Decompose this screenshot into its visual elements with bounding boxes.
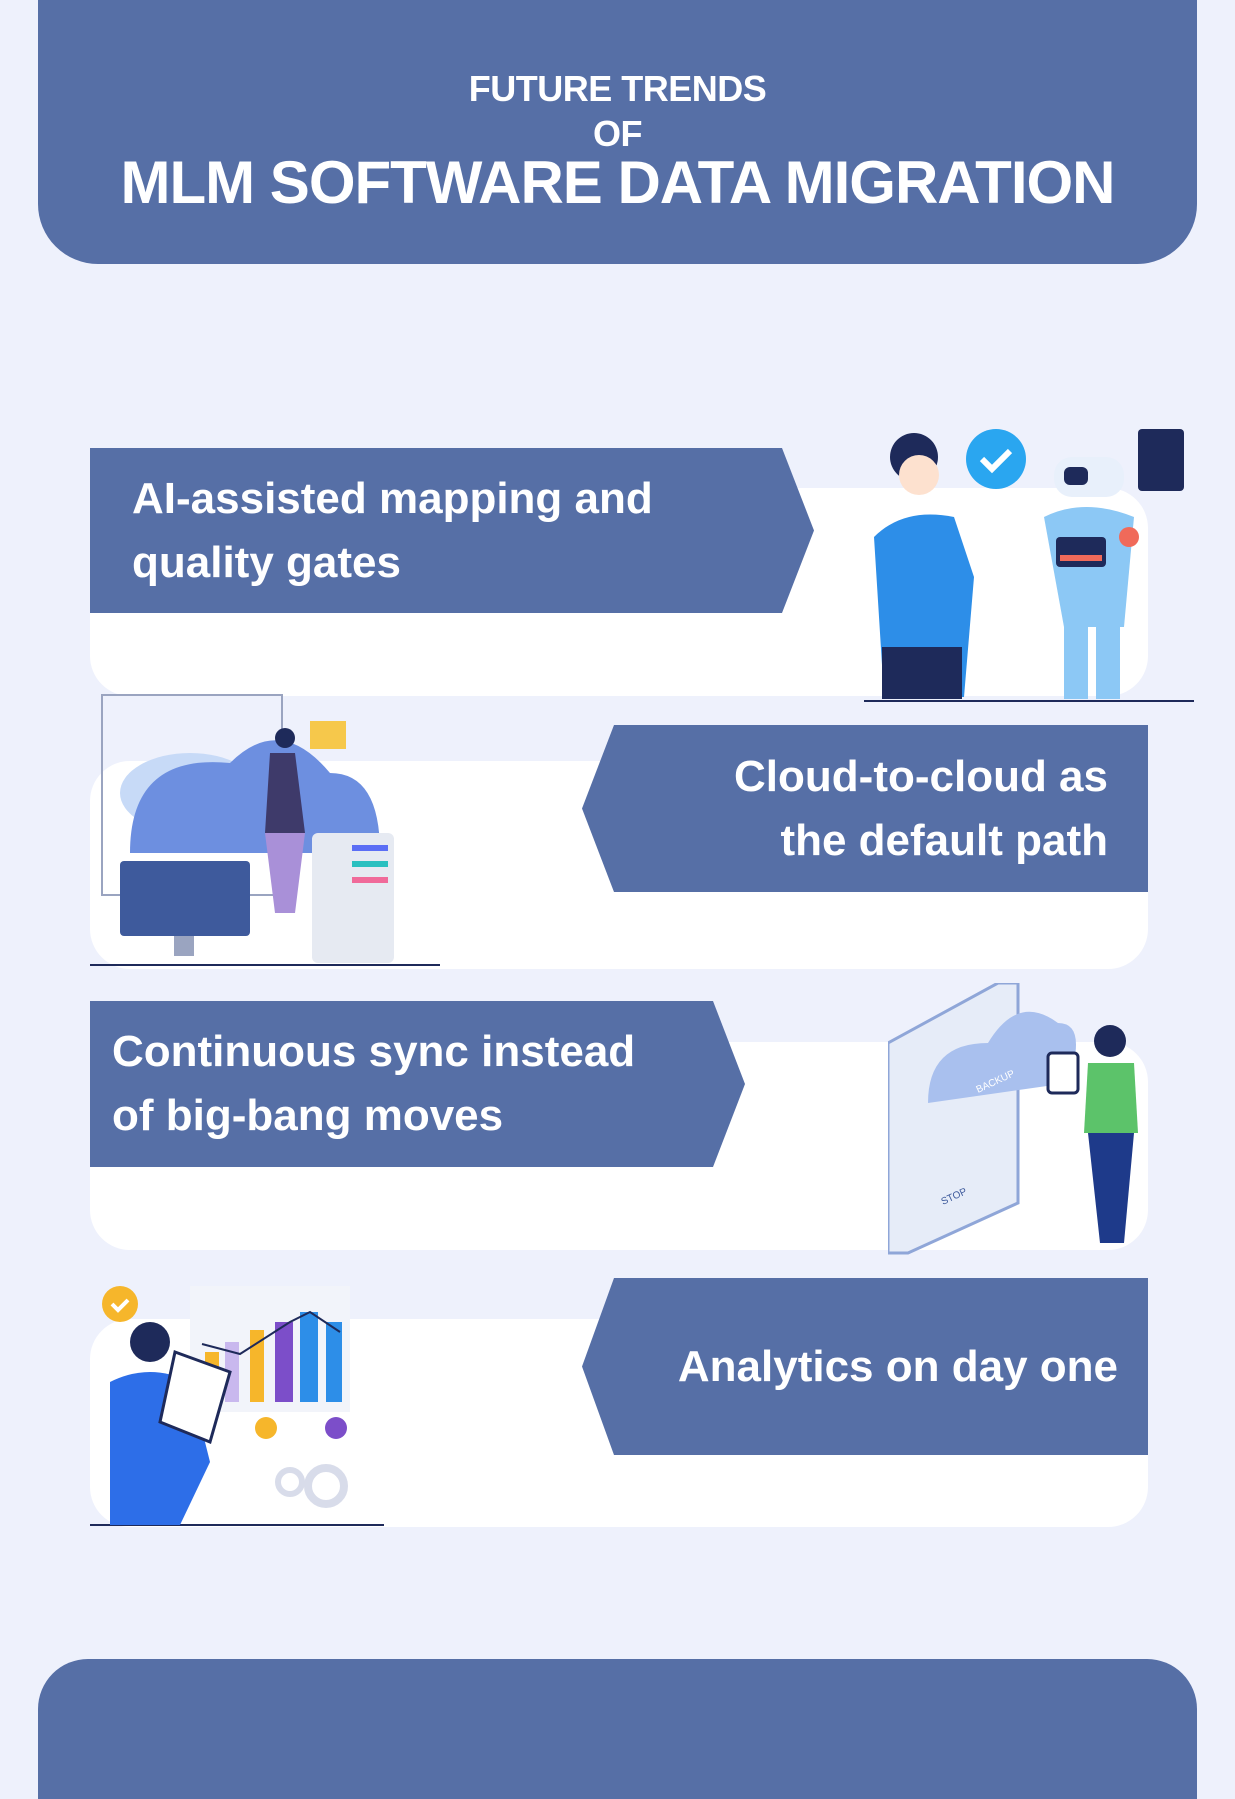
- header-line-1: FUTURE TRENDS: [468, 68, 767, 109]
- pie-chart-icon: [255, 1417, 277, 1439]
- trend-banner-4: Analytics on day one: [582, 1278, 1148, 1455]
- trend-banner-1: AI-assisted mapping and quality gates: [90, 448, 814, 613]
- gear-icon: [275, 1467, 305, 1497]
- checkmark-icon: [966, 429, 1026, 489]
- footer-banner: [38, 1659, 1197, 1799]
- trend-label-3: Continuous sync instead of big-bang move…: [112, 1027, 636, 1140]
- cloud-icon: [130, 740, 380, 853]
- pie-chart-icon: [325, 1417, 347, 1439]
- robot-handshake-illustration: [864, 429, 1194, 702]
- cloud-server-illustration: [90, 694, 440, 966]
- folder-icon: [310, 721, 346, 749]
- trend-label-4: Analytics on day one: [677, 1341, 1118, 1391]
- header-line-2: OF: [593, 113, 643, 154]
- checkmark-icon: [102, 1286, 138, 1322]
- analytics-illustration: [90, 1286, 384, 1526]
- server-icon: [312, 833, 394, 963]
- gear-icon: [304, 1464, 348, 1508]
- trend-label-1: AI-assisted mapping and quality gates: [132, 473, 653, 587]
- trend-banner-2: Cloud-to-cloud as the default path: [582, 725, 1148, 892]
- trend-banner-3: Continuous sync instead of big-bang move…: [90, 1001, 745, 1167]
- page-title: MLM SOFTWARE DATA MIGRATION: [120, 149, 1116, 216]
- header-banner: FUTURE TRENDS OF MLM SOFTWARE DATA MIGRA…: [38, 0, 1197, 264]
- trend-label-2: Cloud-to-cloud as the default path: [734, 751, 1108, 865]
- wifi-monitor-icon: [120, 861, 250, 936]
- cloud-icon: [928, 1011, 1076, 1103]
- cloud-backup-illustration: BACKUP STOP: [888, 983, 1138, 1255]
- tablet-icon: [1046, 1051, 1080, 1095]
